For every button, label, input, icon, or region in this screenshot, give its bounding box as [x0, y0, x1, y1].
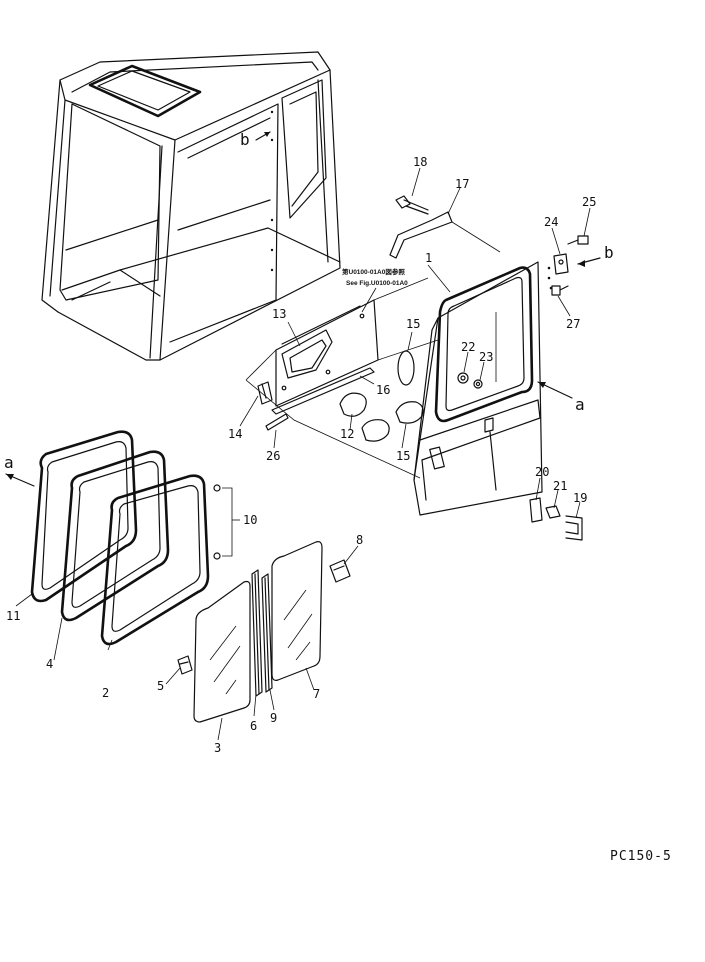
seal-15b: [395, 401, 424, 424]
callout-9: 9: [270, 711, 277, 725]
callout-15b: 15: [396, 449, 410, 463]
leader-3: [217, 717, 223, 741]
leader-24: [551, 227, 561, 255]
leader-1: [427, 264, 451, 293]
catch-5: [177, 655, 193, 675]
hinge-plate-24: [553, 253, 569, 275]
door-assembly: [413, 261, 553, 516]
leader-23: [479, 361, 485, 381]
callout-15a: 15: [406, 317, 420, 331]
see-fig-note-en: See Fig.U0100-01A0: [346, 280, 408, 287]
leader-15b: [401, 423, 407, 449]
callout-22: 22: [461, 340, 475, 354]
nut-21: [545, 505, 561, 519]
ref-label-a-right: a: [575, 395, 585, 414]
leader-6: [253, 693, 257, 717]
leader-22: [463, 351, 469, 373]
model-code: PC150-5: [610, 849, 672, 864]
glass-rubber-4: [60, 450, 170, 622]
callout-5: 5: [157, 679, 164, 693]
leader-21: [553, 489, 559, 509]
callout-14: 14: [228, 427, 242, 441]
callout-25: 25: [582, 195, 596, 209]
leader-8: [343, 545, 359, 565]
lock-plate-20: [529, 497, 543, 523]
callout-6: 6: [250, 719, 257, 733]
glass-rubber-2: [100, 474, 210, 646]
leader-5: [165, 667, 181, 685]
callout-4: 4: [46, 657, 53, 671]
callout-3: 3: [214, 741, 221, 755]
leader-2: [107, 639, 113, 651]
glass-rubber-11: [30, 430, 138, 603]
bolt-25: [567, 235, 589, 245]
leader-4: [53, 617, 63, 661]
glass-7: [271, 541, 323, 681]
ref-label-b-cab: b: [240, 130, 250, 149]
callout-23: 23: [479, 350, 493, 364]
leader-20: [535, 477, 541, 501]
clip-14: [257, 381, 273, 405]
leader-19: [575, 501, 581, 519]
callout-26: 26: [266, 449, 280, 463]
leader-27: [557, 295, 571, 317]
rivet-10a: [213, 484, 221, 492]
leader-13: [287, 321, 301, 347]
callout-18: 18: [413, 155, 427, 169]
callout-19: 19: [573, 491, 587, 505]
leader-see-fig: [361, 287, 377, 313]
ref-label-b-right: b: [604, 243, 614, 262]
rivet-10b: [213, 552, 221, 560]
leader-16: [359, 375, 375, 385]
bolt-18: [395, 195, 429, 215]
washer-23: [473, 379, 483, 389]
nut-22: [457, 372, 469, 384]
leader-14: [239, 395, 259, 427]
callout-21: 21: [553, 479, 567, 493]
seal-12b: [361, 419, 390, 442]
leader-7: [305, 667, 315, 691]
leader-25: [583, 207, 591, 237]
callout-11: 11: [6, 609, 20, 623]
catch-8: [329, 559, 351, 583]
see-fig-note-jp: 第U0100-01A0図参照: [342, 267, 405, 276]
callout-17: 17: [455, 177, 469, 191]
callout-20: 20: [535, 465, 549, 479]
callout-7: 7: [313, 687, 320, 701]
cab-assembly: [41, 51, 341, 361]
handle-17: [389, 211, 453, 259]
leader-9: [269, 689, 275, 711]
callout-12: 12: [340, 427, 354, 441]
callout-2: 2: [102, 686, 109, 700]
leader-18: [411, 167, 421, 197]
callout-1: 1: [425, 251, 432, 265]
callout-16: 16: [376, 383, 390, 397]
pad-26: [265, 413, 289, 431]
trim-panel-13: [275, 299, 379, 407]
callout-8: 8: [356, 533, 363, 547]
seal-15a: [397, 350, 415, 386]
leader-26: [273, 429, 277, 449]
seal-12a: [339, 392, 367, 417]
leader-12: [349, 413, 353, 431]
callout-24: 24: [544, 215, 558, 229]
glass-3: [193, 580, 251, 723]
striker-19: [565, 515, 583, 541]
ref-label-a-left: a: [4, 453, 14, 472]
callout-10: 10: [243, 513, 257, 527]
leader-11: [15, 593, 33, 607]
leader-15a: [407, 331, 413, 351]
sash-6: [251, 569, 263, 697]
callout-13: 13: [272, 307, 286, 321]
leader-17: [447, 187, 461, 215]
molding-16: [271, 367, 375, 415]
sash-9: [261, 573, 273, 693]
bolt-27: [551, 285, 569, 296]
callout-27: 27: [566, 317, 580, 331]
